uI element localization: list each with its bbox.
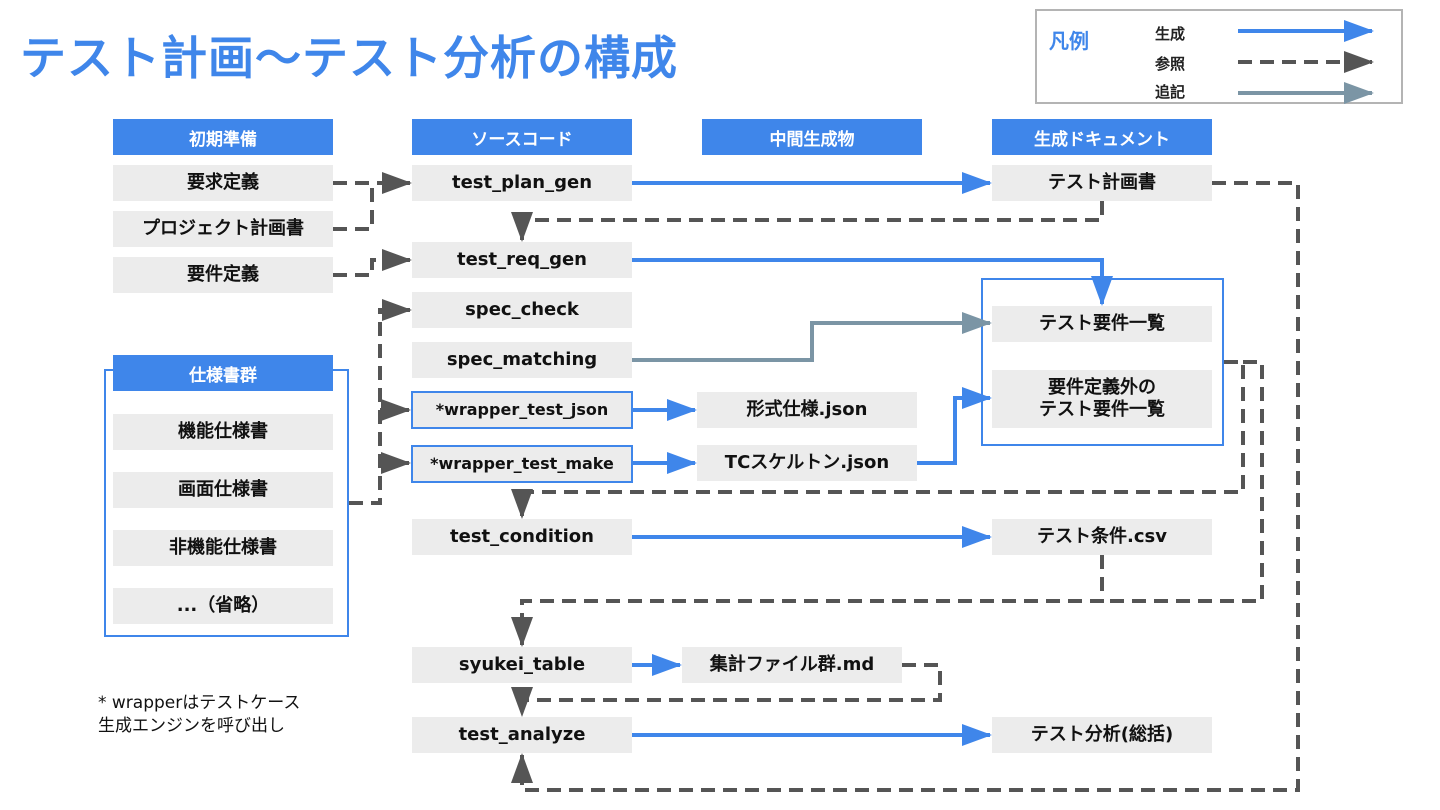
intermediate-tc-skeleton[interactable]: TCスケルトン.json [697,445,917,481]
edge-matching-to-req-list [632,312,992,362]
column-header-prep: 初期準備 [113,119,333,155]
page-title: テスト計画～テスト分析の構成 [20,31,678,85]
column-header-source: ソースコード [412,119,632,155]
spec-item-functional[interactable]: 機能仕様書 [113,414,333,450]
edge-req-group-to-syukei [1102,360,1264,603]
prep-item-requirements-spec[interactable]: 要件定義 [113,257,333,293]
doc-test-conditions[interactable]: テスト条件.csv [992,519,1212,555]
column-header-intermediate: 中間生成物 [702,119,922,155]
intermediate-syukei-files[interactable]: 集計ファイル群.md [682,647,902,683]
source-wrapper-test-json[interactable]: *wrapper_test_json [411,391,633,429]
edge-skeleton-to-extra-req [917,387,992,465]
source-wrapper-test-make[interactable]: *wrapper_test_make [411,445,633,483]
source-spec-matching[interactable]: spec_matching [412,342,632,378]
source-spec-check[interactable]: spec_check [412,292,632,328]
edge-plan-to-analyze [511,181,1300,792]
source-syukei-table[interactable]: syukei_table [412,647,632,683]
wrapper-footnote: * wrapperはテストケース 生成エンジンを呼び出し [98,693,301,736]
edge-specs-to-source [349,299,412,505]
edge-files-to-analyze [511,663,942,717]
doc-test-plan[interactable]: テスト計画書 [992,165,1212,201]
edge-req-group-to-condition [511,360,1245,519]
doc-extra-requirements-list[interactable]: 要件定義外の テスト要件一覧 [992,370,1212,428]
source-test-condition[interactable]: test_condition [412,519,632,555]
legend: 凡例 生成 参照 追記 [1035,9,1403,104]
source-test-analyze[interactable]: test_analyze [412,717,632,753]
doc-test-requirements-list[interactable]: テスト要件一覧 [992,306,1212,342]
source-test-req-gen[interactable]: test_req_gen [412,242,632,278]
source-test-plan-gen[interactable]: test_plan_gen [412,165,632,201]
spec-item-nonfunctional[interactable]: 非機能仕様書 [113,530,333,566]
column-header-docs: 生成ドキュメント [992,119,1212,155]
prep-item-requirements-definition[interactable]: 要求定義 [113,165,333,201]
intermediate-form-spec[interactable]: 形式仕様.json [697,392,917,428]
spec-item-screen[interactable]: 画面仕様書 [113,472,333,508]
spec-group-title: 仕様書群 [113,355,333,391]
edge-req-spec-to-req-gen [333,249,412,277]
edge-csv-to-syukei [511,555,1104,647]
legend-label-append: 追記 [1155,83,1186,101]
doc-test-analysis[interactable]: テスト分析(総括) [992,717,1212,753]
edge-plan-to-req-gen [511,201,1104,242]
prep-item-project-plan[interactable]: プロジェクト計画書 [113,211,333,247]
edge-req-gen-to-req-list [632,258,1113,306]
legend-label-generate: 生成 [1155,25,1186,43]
edge-project-plan-to-plan-gen [333,183,374,231]
spec-item-omitted[interactable]: ...（省略） [113,588,333,624]
legend-label-reference: 参照 [1155,55,1186,73]
legend-title: 凡例 [1049,29,1089,53]
